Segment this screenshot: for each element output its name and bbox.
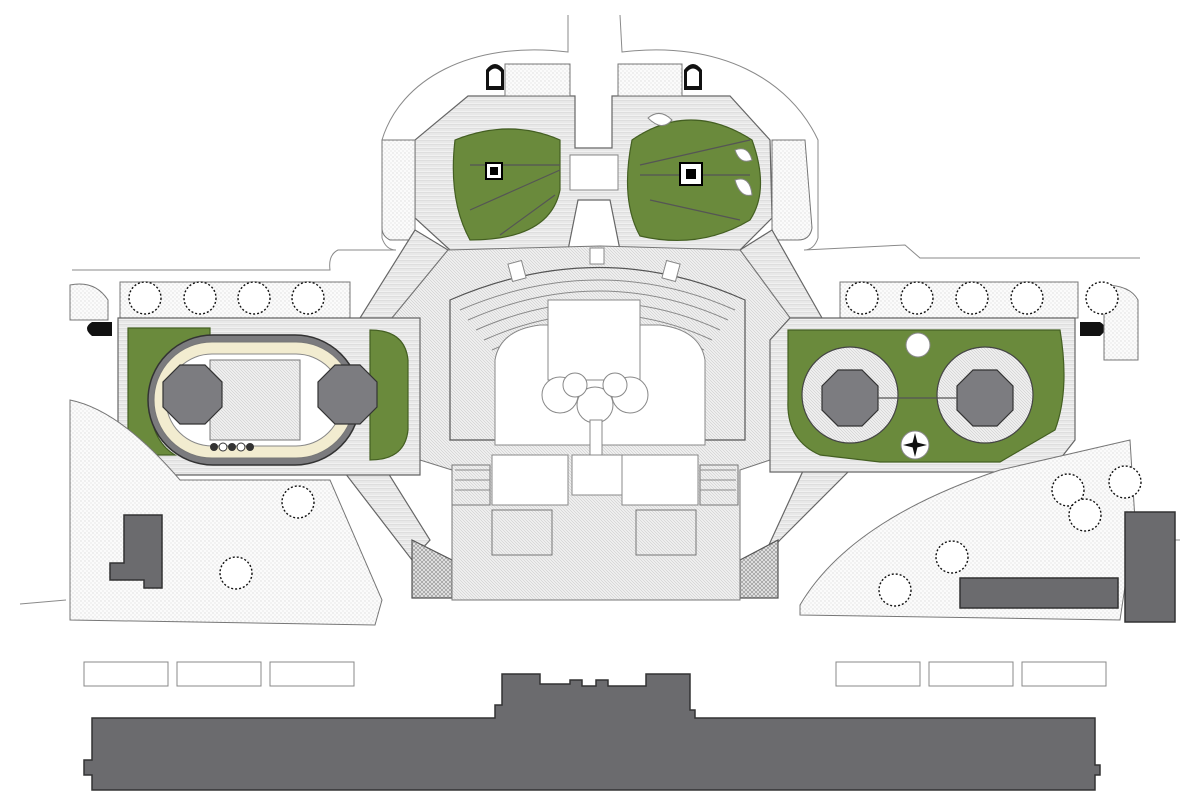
east-octagon-left <box>821 369 879 427</box>
tree-icon <box>291 281 325 315</box>
north-west-lawn <box>452 128 561 241</box>
east-stair <box>1080 322 1105 336</box>
tree-icon <box>935 540 969 574</box>
buildings <box>83 511 1176 791</box>
west-building <box>109 514 163 589</box>
central-amphitheatre <box>391 245 791 601</box>
tree-icon <box>1068 498 1102 532</box>
tree-icon <box>183 281 217 315</box>
compass-rose-icon <box>903 433 927 457</box>
tree-icon <box>878 573 912 607</box>
west-octagon-left <box>162 364 223 425</box>
tree-icon <box>1085 281 1119 315</box>
tree-icon <box>281 485 315 519</box>
east-building-low <box>959 577 1119 609</box>
north-stair-left <box>486 64 504 90</box>
connector-walkways <box>333 229 862 599</box>
north-plaza <box>381 63 813 251</box>
west-sports-court <box>87 281 421 476</box>
tree-icon <box>845 281 879 315</box>
west-stair <box>87 322 112 336</box>
north-stair-right <box>684 64 702 90</box>
tree-icon <box>128 281 162 315</box>
west-octagon-right <box>317 364 378 425</box>
tree-icon <box>1051 473 1085 507</box>
east-octagon-right <box>956 369 1014 427</box>
east-garden <box>769 281 1105 473</box>
trees <box>128 281 1142 607</box>
tree-icon <box>900 281 934 315</box>
tree-icon <box>955 281 989 315</box>
tree-icon <box>1108 465 1142 499</box>
tree-icon <box>237 281 271 315</box>
main-building <box>83 673 1101 791</box>
bench-circles <box>210 442 254 452</box>
tree-icon <box>219 556 253 590</box>
east-building-tower <box>1124 511 1176 623</box>
fountain-circles <box>541 372 649 424</box>
parking-bays <box>83 661 1107 687</box>
tree-icon <box>1010 281 1044 315</box>
